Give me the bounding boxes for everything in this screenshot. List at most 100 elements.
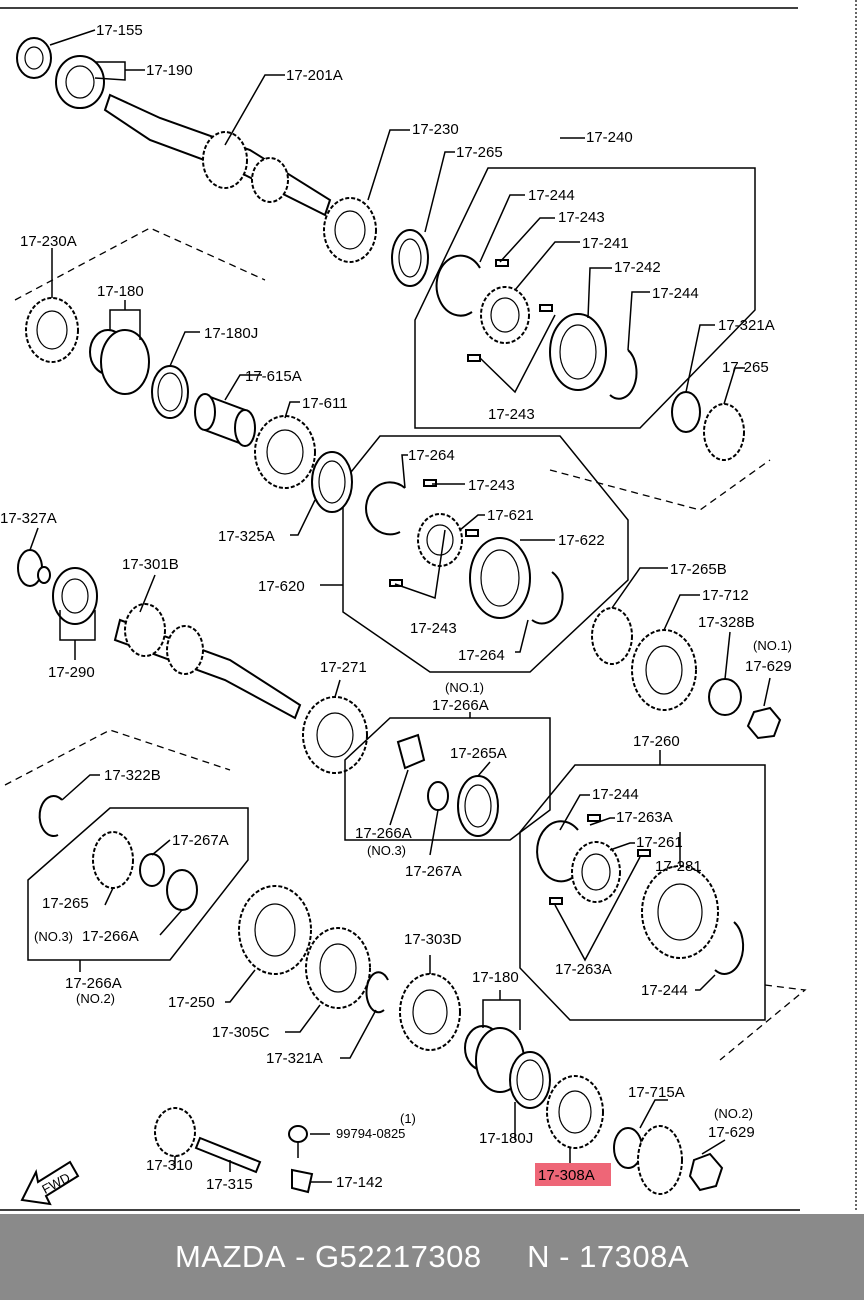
footer-n-prefix: N - [527,1239,580,1274]
part-17-264-b [531,571,564,625]
label-17-305C: 17-305C [212,1024,270,1041]
highlight-17-308A [535,1163,611,1186]
part-17-712 [631,629,697,711]
part-17-629-a [746,706,782,740]
label-17-180-b: 17-180 [472,969,519,986]
label-17-321A-a: 17-321A [718,317,775,334]
label-17-712: 17-712 [702,587,749,604]
part-17-230 [323,197,377,263]
footer-n-code: 17308A [579,1239,689,1274]
label-no1-a: (NO.1) [753,638,792,653]
label-17-230A: 17-230A [20,233,77,250]
label-17-621: 17-621 [487,507,534,524]
part-17-265-c [92,831,134,889]
label-17-611: 17-611 [302,395,348,412]
label-17-230: 17-230 [412,121,459,138]
label-17-244-a: 17-244 [528,187,575,204]
label-17-266A-b: 17-266A [355,825,412,842]
part-17-621 [417,513,463,567]
part-17-281 [641,865,719,959]
label-17-265-b: 17-265 [722,359,769,376]
part-17-321A-b [365,971,389,1014]
part-17-250 [238,885,312,975]
label-17-310: 17-310 [146,1157,193,1174]
part-17-629-b [688,1152,724,1192]
label-17-281: 17-281 [655,858,702,875]
part-17-242 [549,313,607,391]
label-17-243-d: 17-243 [410,620,457,637]
label-17-261: 17-261 [636,834,683,851]
label-17-267A-b: 17-267A [172,832,229,849]
label-17-180J-b: 17-180J [479,1130,533,1147]
label-17-265-c: 17-265 [42,895,89,912]
label-17-328B: 17-328B [698,614,755,631]
label-17-243-c: 17-243 [468,477,515,494]
part-17-290 [52,567,98,625]
label-17-263A-a: 17-263A [616,809,673,826]
part-17-308A [546,1075,604,1149]
label-17-243-a: 17-243 [558,209,605,226]
label-17-308A: 17-308A [538,1167,595,1184]
part-99794-0825 [288,1125,308,1143]
fwd-label: FWD [39,1170,72,1197]
label-17-322B: 17-322B [104,767,161,784]
label-17-321A-b: 17-321A [266,1050,323,1067]
label-17-267A-a: 17-267A [405,863,462,880]
part-17-322B [38,795,63,837]
label-no3-a: (NO.3) [367,843,406,858]
part-17-265-b [703,403,745,461]
part-17-264-a [365,481,406,536]
label-17-265-a: 17-265 [456,144,503,161]
label-17-620: 17-620 [258,578,305,595]
label-no3-b: (NO.3) [34,929,73,944]
label-17-263A-b: 17-263A [555,961,612,978]
label-17-240: 17-240 [586,129,633,146]
label-17-180J-a: 17-180J [204,325,258,342]
part-17-622 [469,537,531,619]
part-17-265-a [391,229,429,287]
part-17-266A-c [166,869,198,911]
label-17-244-b: 17-244 [652,285,699,302]
footer-brand: MAZDA [174,1239,286,1274]
part-17-244-a [435,254,481,317]
label-17-266A-c: 17-266A [82,928,139,945]
label-17-264-a: 17-264 [408,447,455,464]
label-17-615A: 17-615A [245,368,302,385]
label-17-629-b: 17-629 [708,1124,755,1141]
label-17-142: 17-142 [336,1174,383,1191]
part-17-305C [305,927,371,1009]
part-17-261 [571,841,621,903]
label-17-325A: 17-325A [218,528,275,545]
label-17-301B: 17-301B [122,556,179,573]
part-17-303D [399,973,461,1051]
label-17-622: 17-622 [558,532,605,549]
part-17-155 [16,37,52,79]
footer-sep: - [285,1239,316,1274]
part-17-230A [25,297,79,363]
label-1: (1) [400,1111,416,1126]
footer-bar: MAZDA - G52217308 N - 17308A [0,1214,864,1300]
label-17-250: 17-250 [168,994,215,1011]
label-17-264-b: 17-264 [458,647,505,664]
label-17-244-c: 17-244 [592,786,639,803]
part-17-310 [154,1107,196,1157]
part-17-267A-b [139,853,165,887]
label-99794-0825: 99794-0825 [336,1126,405,1141]
label-17-290: 17-290 [48,664,95,681]
label-17-244-d: 17-244 [641,982,688,999]
label-17-629-a: 17-629 [745,658,792,675]
label-17-201A: 17-201A [286,67,343,84]
label-17-327A: 17-327A [0,510,57,527]
parts-diagram: FWD [0,0,857,1211]
footer-gap [482,1239,528,1275]
label-17-715A: 17-715A [628,1084,685,1101]
part-17-142 [291,1168,314,1194]
part-17-190 [55,55,105,109]
fwd-arrow-icon: FWD [20,1160,80,1206]
label-17-265B: 17-265B [670,561,727,578]
label-17-271: 17-271 [320,659,367,676]
part-17-244-b [609,349,638,400]
part-17-241 [480,286,530,344]
label-no2-a: (NO.2) [76,991,115,1006]
label-no1-b: (NO.1) [445,680,484,695]
